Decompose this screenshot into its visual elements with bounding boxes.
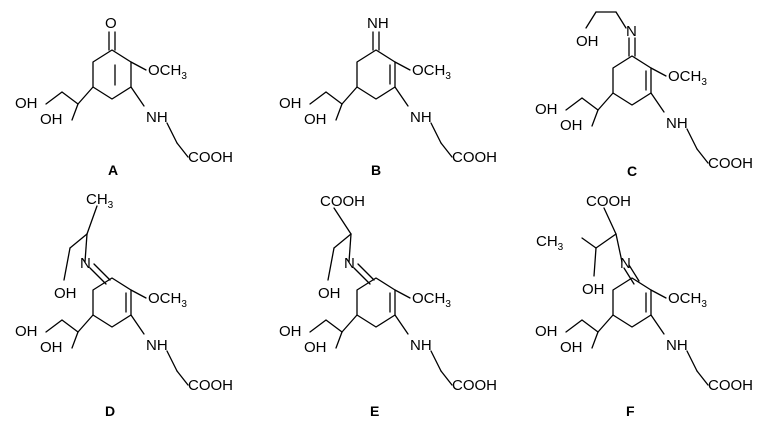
nh-label: NH (146, 337, 168, 354)
methoxy-label: OCH3 (412, 290, 451, 310)
methyl-label: CH3 (86, 191, 114, 211)
cooh-label: COOH (452, 149, 497, 166)
side-chain-oh-label: OH (318, 285, 341, 302)
imine-n-label: N (626, 23, 637, 40)
structure-d: CH3 N OH OCH3 OH OH NH COOH D (15, 191, 233, 419)
cooh-label: COOH (452, 377, 497, 394)
ring-oh-label: OH (40, 111, 63, 128)
side-chain-oh-label: OH (54, 285, 77, 302)
ring-oh-label: OH (560, 339, 583, 356)
structure-e: COOH N OH OCH3 OH OH NH COOH E (279, 193, 497, 419)
ring-oh-label: OH (304, 339, 327, 356)
structure-a-bonds (45, 31, 189, 158)
hydroxymethyl-oh-label: OH (15, 95, 38, 112)
structure-b: NH OCH3 OH OH NH COOH B (279, 15, 497, 178)
imine-n-label: N (80, 255, 91, 272)
structure-caption-e: E (370, 403, 379, 419)
cooh-label: COOH (708, 155, 753, 172)
structure-a: O OCH3 OH OH NH COOH A (15, 15, 233, 178)
nh-label: NH (410, 109, 432, 126)
nh-label: NH (146, 109, 168, 126)
structure-caption-d: D (105, 403, 115, 419)
structure-caption-b: B (371, 162, 381, 178)
imine-n-label: N (344, 255, 355, 272)
structure-caption-a: A (108, 162, 118, 178)
structure-c: N OH OCH3 OH OH NH COOH C (535, 11, 753, 179)
hydroxymethyl-oh-label: OH (15, 323, 38, 340)
methoxy-label: OCH3 (412, 62, 451, 82)
side-chain-cooh-label: COOH (586, 193, 631, 210)
hydroxymethyl-oh-label: OH (279, 323, 302, 340)
hydroxymethyl-oh-label: OH (535, 323, 558, 340)
ring-oh-label: OH (304, 111, 327, 128)
methoxy-label: OCH3 (668, 290, 707, 310)
cooh-label: COOH (188, 377, 233, 394)
structure-c-bonds (565, 11, 709, 164)
cooh-label: COOH (708, 377, 753, 394)
hydroxymethyl-oh-label: OH (279, 95, 302, 112)
nh-label: NH (410, 337, 432, 354)
side-chain-oh-label: OH (582, 281, 605, 298)
cooh-label: COOH (188, 149, 233, 166)
methyl-label: CH3 (536, 233, 564, 253)
structure-caption-c: C (627, 163, 637, 179)
hydroxymethyl-oh-label: OH (535, 101, 558, 118)
methoxy-label: OCH3 (668, 68, 707, 88)
methoxy-label: OCH3 (148, 290, 187, 310)
methoxy-label: OCH3 (148, 62, 187, 82)
structure-caption-f: F (626, 403, 635, 419)
nh-label: NH (666, 337, 688, 354)
structure-b-bonds (309, 31, 453, 158)
ring-oh-label: OH (40, 339, 63, 356)
structure-f: COOH CH3 N OH OCH3 OH OH NH COOH F (535, 193, 753, 419)
side-chain-oh-label: OH (576, 33, 599, 50)
ketone-oxygen-label: O (105, 15, 117, 32)
structure-d-bonds (45, 205, 189, 386)
ring-oh-label: OH (560, 117, 583, 134)
nh-label: NH (666, 115, 688, 132)
structure-e-bonds (309, 207, 453, 386)
structure-f-bonds (565, 207, 709, 386)
imine-nh-label: NH (367, 15, 389, 32)
side-chain-cooh-label: COOH (320, 193, 365, 210)
imine-n-label: N (620, 255, 631, 272)
